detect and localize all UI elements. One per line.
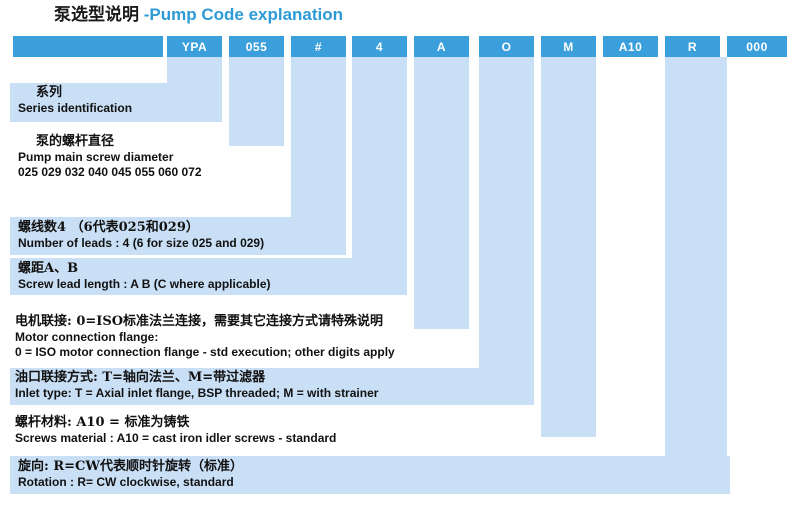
explanation-pump-main-screw-diameter-cn: 泵的螺杆直径: [36, 134, 115, 149]
explanation-rotation: 旋向: R=CW代表顺时针旋转（标准） Rotation : R= CW clo…: [18, 458, 243, 490]
explanation-series-identification-en-1: Series identification: [18, 101, 133, 115]
explanation-screw-lead-length: 螺距A、B Screw lead length : A B (C where a…: [18, 260, 271, 292]
explanation-inlet-type: 油口联接方式: T=轴向法兰、M=带过滤器 Inlet type: T = Ax…: [15, 369, 378, 401]
explanation-number-of-leads-cn: 螺线数4 （6代表025和029）: [18, 220, 199, 235]
code-cell-extra-1[interactable]: R: [665, 36, 720, 57]
code-cell-rotation-value: A10: [618, 39, 643, 54]
connector-bar-motor-flange: [414, 57, 469, 329]
explanation-rotation-en-1: Rotation : R= CW clockwise, standard: [18, 475, 234, 489]
explanation-number-of-leads: 螺线数4 （6代表025和029） Number of leads : 4 (6…: [18, 219, 264, 251]
explanation-inlet-type-cn: 油口联接方式: T=轴向法兰、M=带过滤器: [15, 370, 266, 385]
explanation-pump-main-screw-diameter-en-1: Pump main screw diameter: [18, 150, 174, 164]
code-cell-series[interactable]: YPA: [167, 36, 222, 57]
header-left-block: [13, 36, 163, 57]
code-cell-lead-length-value: 4: [375, 39, 384, 54]
connector-bar-screw-diameter: [229, 57, 284, 146]
band-inlet-type: [10, 368, 534, 405]
explanation-motor-connection-flange-cn: 电机联接: 0=ISO标准法兰连接，需要其它连接方式请特殊说明: [15, 314, 384, 329]
code-cell-motor-flange-value: A: [436, 39, 447, 54]
page-title-cn: 泵选型说明: [54, 5, 139, 25]
explanation-motor-connection-flange-en-1: Motor connection flange:: [15, 330, 159, 344]
explanation-pump-main-screw-diameter-en-2: 025 029 032 040 045 055 060 072: [18, 165, 202, 179]
explanation-motor-connection-flange-en-2: 0 = ISO motor connection flange - std ex…: [15, 345, 395, 359]
connector-bar-screws-material: [541, 57, 596, 437]
code-cell-series-value: YPA: [181, 39, 208, 54]
explanation-number-of-leads-en-1: Number of leads : 4 (6 for size 025 and …: [18, 236, 265, 250]
code-cell-number-of-leads-value: #: [314, 39, 323, 54]
page-title-en: -Pump Code explanation: [143, 5, 344, 24]
code-cell-extra-1-value: R: [687, 39, 698, 54]
explanation-screws-material-cn: 螺杆材料: A10 = 标准为铸铁: [15, 415, 190, 430]
page-title: 泵选型说明 -Pump Code explanation: [54, 4, 343, 26]
explanation-inlet-type-en-1: Inlet type: T = Axial inlet flange, BSP …: [15, 386, 379, 400]
connector-bar-series: [167, 57, 222, 83]
explanation-screw-lead-length-en-1: Screw lead length : A B (C where applica…: [18, 277, 271, 291]
connector-bar-inlet-type: [479, 57, 534, 382]
explanation-series-identification: 系列 Series identification: [18, 84, 132, 116]
band-rotation: [10, 456, 730, 494]
explanation-motor-connection-flange: 电机联接: 0=ISO标准法兰连接，需要其它连接方式请特殊说明 Motor co…: [15, 313, 395, 360]
explanation-screws-material-en-1: Screws material : A10 = cast iron idler …: [15, 431, 337, 445]
connector-bar-rotation: [665, 57, 727, 493]
explanation-rotation-cn: 旋向: R=CW代表顺时针旋转（标准）: [18, 459, 243, 474]
code-cell-screws-material[interactable]: M: [541, 36, 596, 57]
code-cell-extra-2[interactable]: 000: [727, 36, 787, 57]
code-cell-number-of-leads[interactable]: #: [291, 36, 346, 57]
code-cell-extra-2-value: 000: [746, 39, 768, 54]
code-cell-screws-material-value: M: [563, 39, 574, 54]
explanation-screws-material: 螺杆材料: A10 = 标准为铸铁 Screws material : A10 …: [15, 414, 336, 446]
code-cell-inlet-type-value: O: [501, 39, 512, 54]
code-cell-lead-length[interactable]: 4: [352, 36, 407, 57]
explanation-pump-main-screw-diameter: 泵的螺杆直径 Pump main screw diameter 025 029 …: [18, 133, 202, 180]
code-cell-screw-diameter-value: 055: [245, 39, 268, 54]
code-cell-screw-diameter[interactable]: 055: [229, 36, 284, 57]
band-series-identification: [10, 83, 222, 122]
band-number-of-leads: [10, 217, 346, 255]
code-cell-inlet-type[interactable]: O: [479, 36, 534, 57]
code-cell-motor-flange[interactable]: A: [414, 36, 469, 57]
connector-bar-lead-length: [352, 57, 407, 272]
connector-bar-number-of-leads: [291, 57, 346, 217]
explanation-screw-lead-length-cn: 螺距A、B: [18, 261, 79, 276]
explanation-series-identification-cn: 系列: [36, 85, 63, 100]
band-screw-lead-length: [10, 258, 407, 295]
code-cell-rotation[interactable]: A10: [603, 36, 658, 57]
